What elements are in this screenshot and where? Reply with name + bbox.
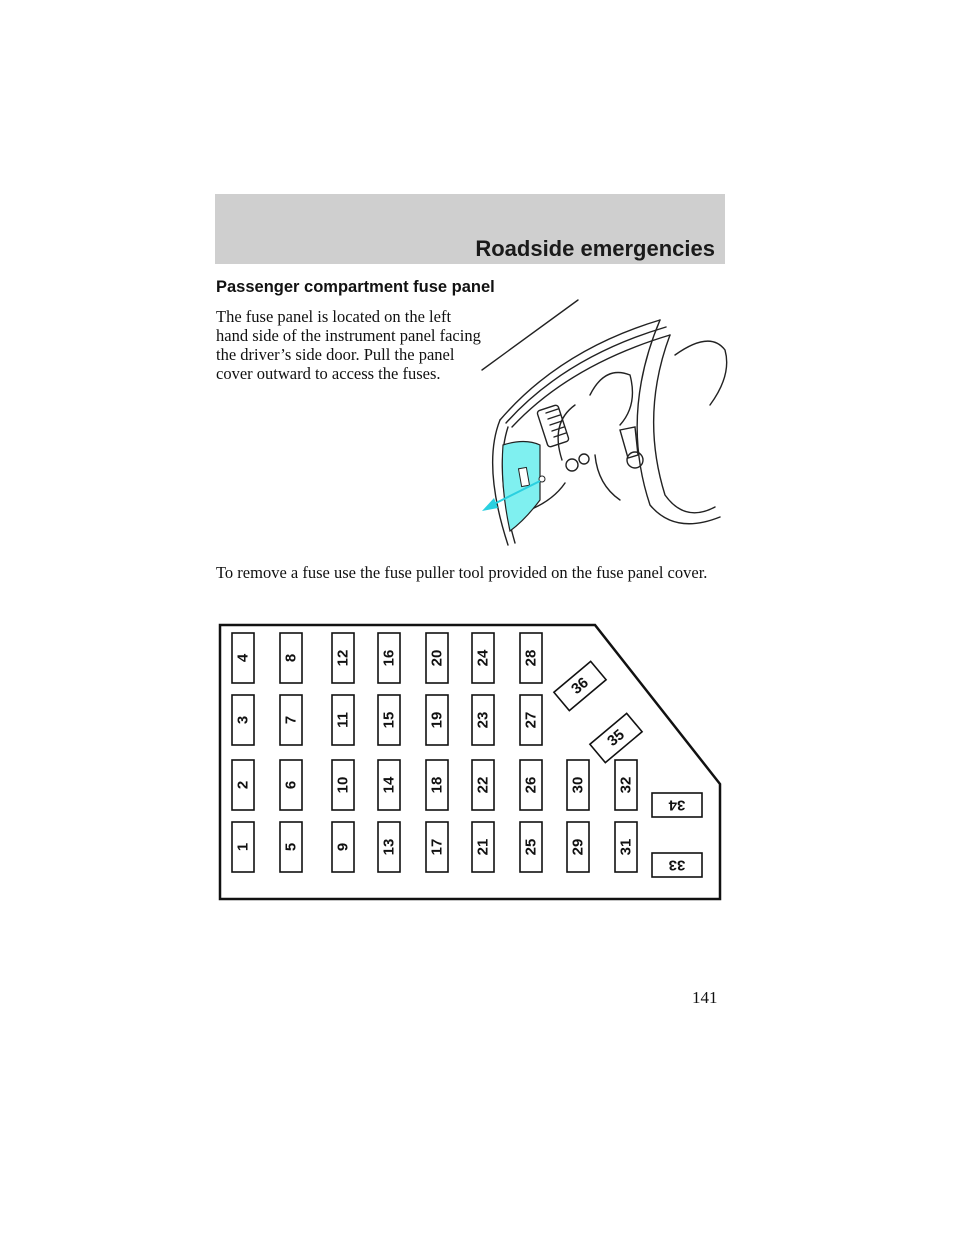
fuse-30: 30 bbox=[566, 759, 590, 811]
svg-text:12: 12 bbox=[335, 650, 352, 667]
fuse-panel-diagram: 1234567891011121314151617181920212223242… bbox=[218, 623, 722, 901]
fuse-19: 19 bbox=[425, 694, 449, 746]
svg-text:27: 27 bbox=[523, 712, 540, 729]
fuse-3: 3 bbox=[231, 694, 255, 746]
svg-text:31: 31 bbox=[618, 839, 635, 856]
svg-text:23: 23 bbox=[475, 712, 492, 729]
svg-text:3: 3 bbox=[235, 716, 252, 724]
svg-text:15: 15 bbox=[381, 712, 398, 729]
svg-text:18: 18 bbox=[429, 777, 446, 794]
fuse-21: 21 bbox=[471, 821, 495, 873]
fuse-10: 10 bbox=[331, 759, 355, 811]
svg-text:25: 25 bbox=[523, 839, 540, 856]
svg-text:20: 20 bbox=[429, 650, 446, 667]
fuse-4: 4 bbox=[231, 632, 255, 684]
fuse-12: 12 bbox=[331, 632, 355, 684]
fuse-7: 7 bbox=[279, 694, 303, 746]
svg-text:21: 21 bbox=[475, 839, 492, 856]
fuse-33: 33 bbox=[651, 852, 703, 878]
fuse-14: 14 bbox=[377, 759, 401, 811]
paragraph-location: The fuse panel is located on the left ha… bbox=[216, 307, 481, 383]
svg-text:16: 16 bbox=[381, 650, 398, 667]
section-heading: Passenger compartment fuse panel bbox=[216, 278, 495, 296]
fuse-25: 25 bbox=[519, 821, 543, 873]
svg-text:17: 17 bbox=[429, 839, 446, 856]
fuse-20: 20 bbox=[425, 632, 449, 684]
fuse-16: 16 bbox=[377, 632, 401, 684]
fuse-1: 1 bbox=[231, 821, 255, 873]
svg-text:4: 4 bbox=[235, 653, 252, 662]
fuse-15: 15 bbox=[377, 694, 401, 746]
fuse-26: 26 bbox=[519, 759, 543, 811]
svg-text:11: 11 bbox=[335, 712, 352, 728]
fuse-23: 23 bbox=[471, 694, 495, 746]
fuse-27: 27 bbox=[519, 694, 543, 746]
svg-text:19: 19 bbox=[429, 712, 446, 729]
svg-text:9: 9 bbox=[335, 843, 352, 851]
fuse-13: 13 bbox=[377, 821, 401, 873]
svg-text:8: 8 bbox=[283, 654, 300, 662]
fuse-24: 24 bbox=[471, 632, 495, 684]
fuse-17: 17 bbox=[425, 821, 449, 873]
fuse-18: 18 bbox=[425, 759, 449, 811]
fuse-35: 35 bbox=[588, 712, 644, 764]
fuse-9: 9 bbox=[331, 821, 355, 873]
svg-text:10: 10 bbox=[335, 777, 352, 794]
fuse-32: 32 bbox=[614, 759, 638, 811]
fuse-31: 31 bbox=[614, 821, 638, 873]
paragraph-remove-fuse: To remove a fuse use the fuse puller too… bbox=[216, 563, 708, 582]
svg-text:22: 22 bbox=[475, 777, 492, 794]
header-title: Roadside emergencies bbox=[475, 236, 715, 261]
fuse-28: 28 bbox=[519, 632, 543, 684]
fuse-34: 34 bbox=[651, 792, 703, 818]
svg-text:30: 30 bbox=[570, 777, 587, 794]
svg-text:28: 28 bbox=[523, 650, 540, 667]
fuse-29: 29 bbox=[566, 821, 590, 873]
svg-text:1: 1 bbox=[235, 843, 252, 851]
fuse-6: 6 bbox=[279, 759, 303, 811]
svg-text:32: 32 bbox=[618, 777, 635, 794]
svg-text:34: 34 bbox=[668, 797, 685, 814]
svg-text:2: 2 bbox=[235, 781, 252, 789]
svg-text:26: 26 bbox=[523, 777, 540, 794]
fuse-2: 2 bbox=[231, 759, 255, 811]
svg-text:7: 7 bbox=[283, 716, 300, 724]
fuse-22: 22 bbox=[471, 759, 495, 811]
fuse-36: 36 bbox=[552, 660, 608, 712]
svg-text:6: 6 bbox=[283, 781, 300, 789]
svg-text:5: 5 bbox=[283, 843, 300, 851]
svg-text:24: 24 bbox=[475, 649, 492, 666]
fuse-11: 11 bbox=[331, 694, 355, 746]
svg-text:29: 29 bbox=[570, 839, 587, 856]
fuse-5: 5 bbox=[279, 821, 303, 873]
instrument-panel-illustration bbox=[481, 299, 728, 546]
svg-text:33: 33 bbox=[669, 857, 686, 874]
header-bar: Roadside emergencies bbox=[215, 194, 725, 264]
svg-text:13: 13 bbox=[381, 839, 398, 856]
page-number: 141 bbox=[692, 988, 718, 1007]
fuse-8: 8 bbox=[279, 632, 303, 684]
svg-text:14: 14 bbox=[381, 776, 398, 793]
